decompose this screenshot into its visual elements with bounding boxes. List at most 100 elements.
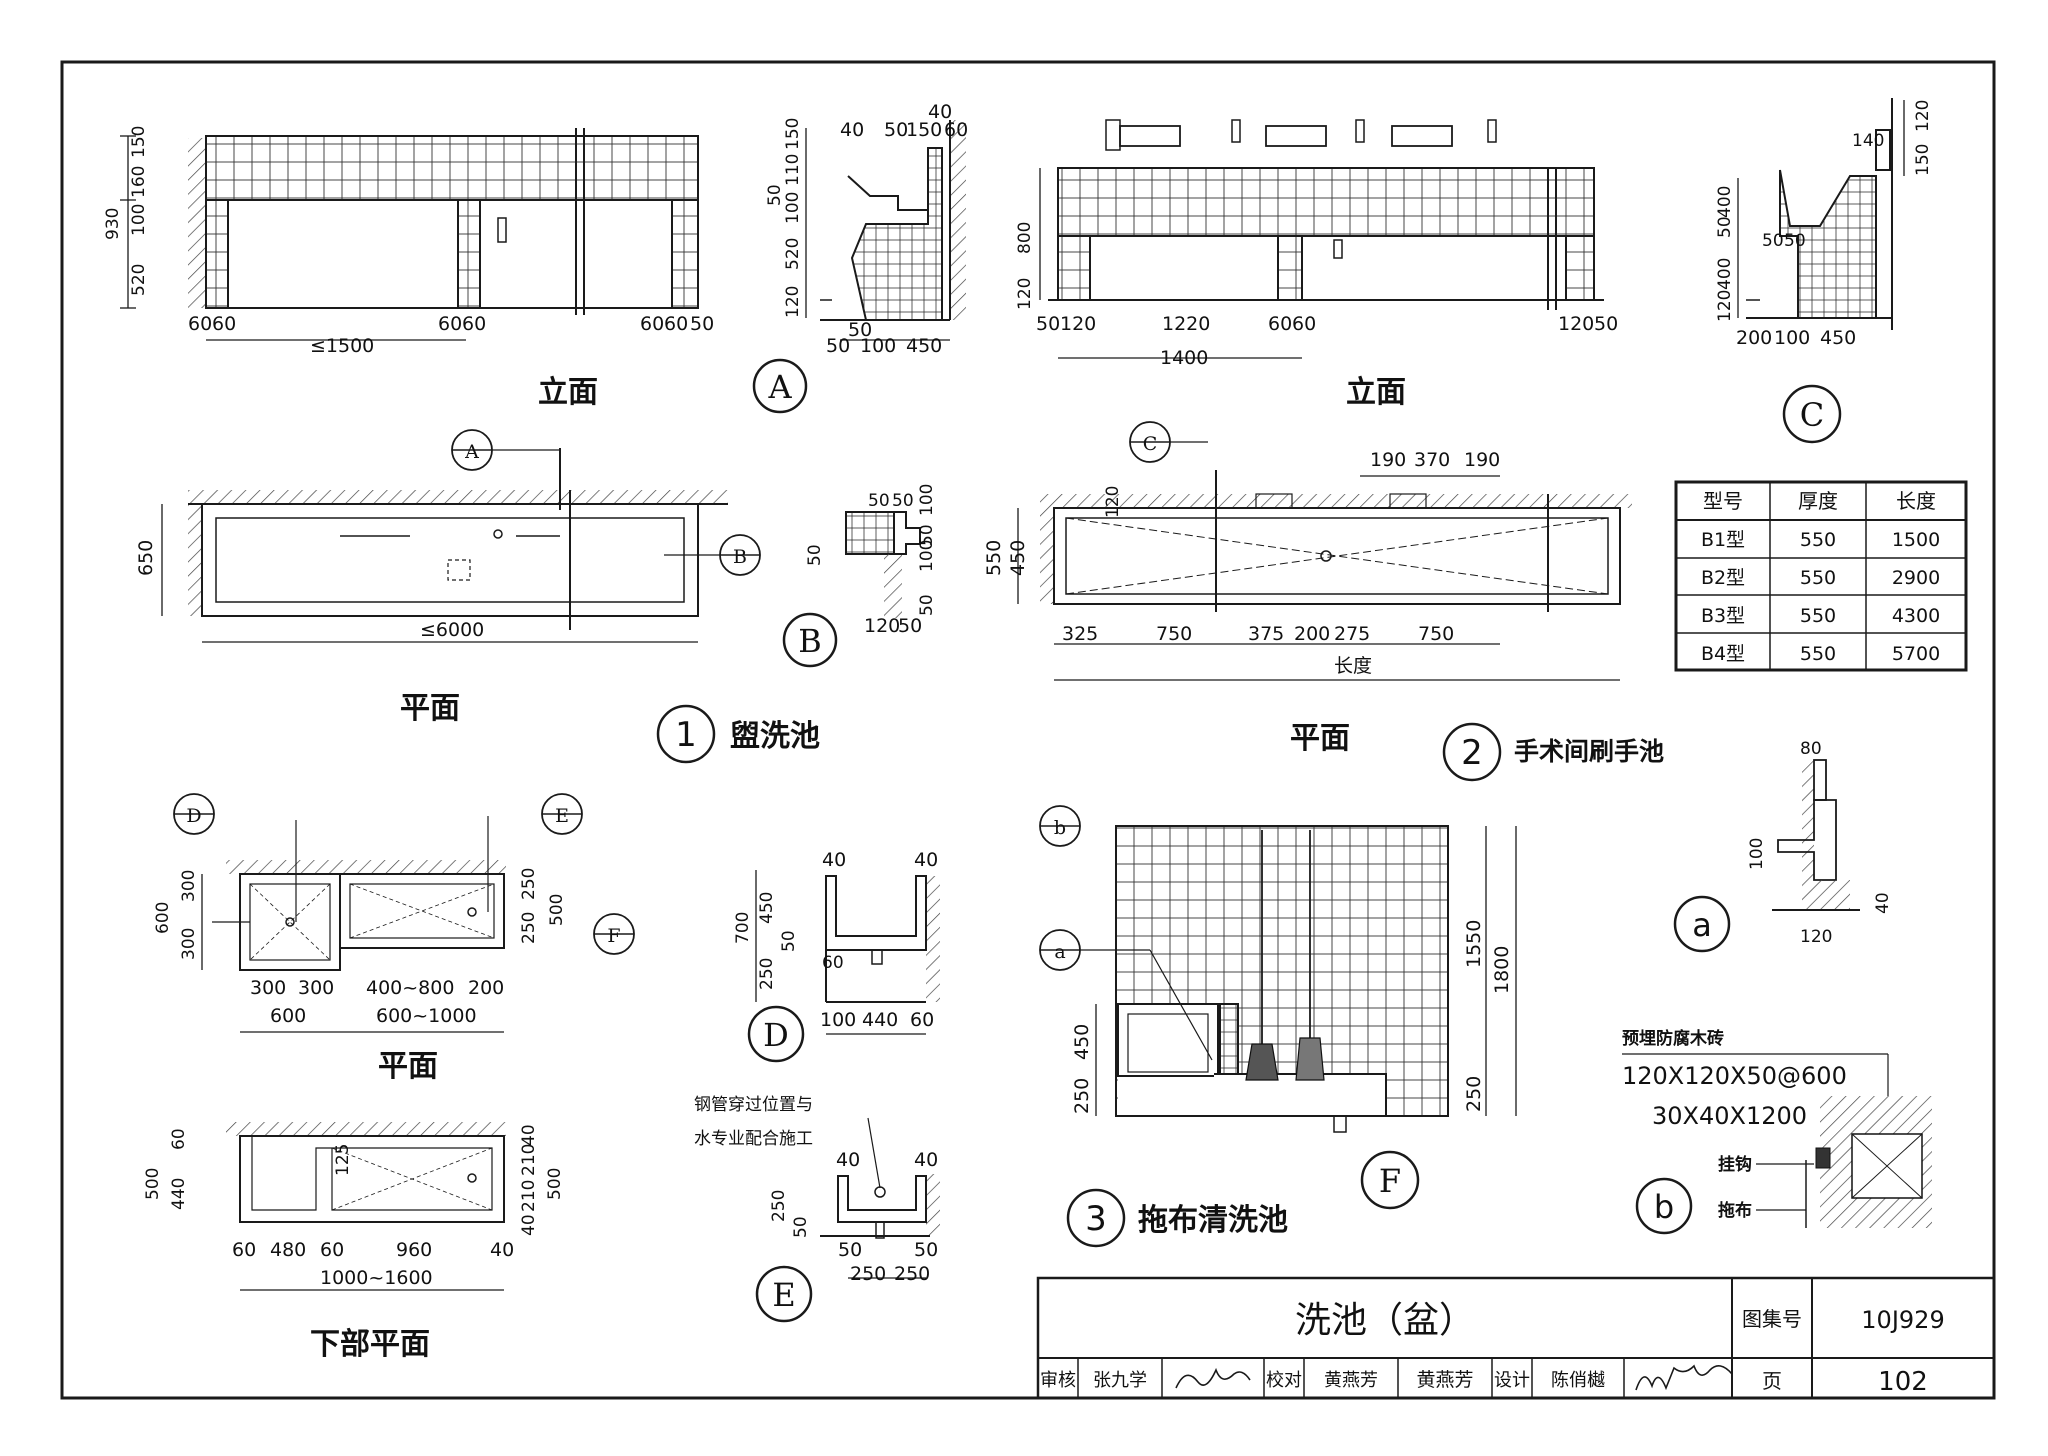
dim-lp3-500: 500	[143, 1168, 163, 1200]
dim-b-100b: 50	[917, 594, 937, 616]
dim-c-50a: 50	[1762, 231, 1784, 251]
dim-p2-325: 325	[1062, 623, 1098, 645]
table-cell: 2900	[1892, 567, 1940, 589]
dim-p2-275: 275	[1334, 623, 1370, 645]
table-cell: 550	[1800, 643, 1836, 665]
section-2-number: 2	[1461, 733, 1483, 773]
dim-f-250b: 250	[1463, 1076, 1485, 1112]
dim-c-200: 200	[1736, 327, 1772, 349]
label-lower-plan-3: 下部平面	[310, 1327, 430, 1362]
detail-marker-e	[755, 1265, 813, 1323]
detail-f-marker-b: b	[1054, 817, 1066, 839]
review-name: 张九学	[1093, 1370, 1147, 1391]
page-number: 102	[1878, 1367, 1928, 1397]
detail-marker-a	[752, 358, 808, 414]
table-cell: 550	[1800, 567, 1836, 589]
detail-mark-b: B	[798, 622, 822, 660]
dim-e2-50r: 50	[1594, 313, 1618, 335]
dim-lp3-60h: 60	[232, 1239, 256, 1261]
review-label: 审核	[1040, 1370, 1076, 1391]
dim-e1-930: 930	[103, 208, 123, 240]
detail-marker-c	[1782, 384, 1842, 444]
table-cell: B4型	[1701, 643, 1745, 665]
dim-p3-600-1000: 600~1000	[376, 1005, 477, 1027]
note-steel-pipe-2: 水专业配合施工	[694, 1129, 813, 1149]
plan-2	[1017, 421, 1632, 681]
dim-e-40b: 40	[914, 1149, 938, 1171]
dim-e-40a: 40	[836, 1149, 860, 1171]
dim-e1-520: 520	[129, 264, 149, 296]
table-cell: 550	[1800, 529, 1836, 551]
page-label: 页	[1762, 1369, 1782, 1393]
detail-mark-f: F	[1379, 1162, 1401, 1200]
dim-a-v520: 520	[783, 238, 803, 270]
dim-e2-1220: 1220	[1162, 313, 1210, 335]
dim-d-250: 250	[757, 958, 777, 990]
detail-mark-a: A	[767, 368, 792, 406]
dim-c-100: 100	[1774, 327, 1810, 349]
dim-da-80: 80	[1800, 739, 1822, 759]
design-name: 陈俏樾	[1551, 1370, 1605, 1391]
dim-lp3-500b: 500	[545, 1168, 565, 1200]
dim-b-50e: 100	[917, 540, 937, 572]
dim-p3-300h2: 300	[298, 977, 334, 999]
dim-f-450: 450	[1071, 1024, 1093, 1060]
dim-e2-60b: 60	[1292, 313, 1316, 335]
dim-p2-120: 120	[1103, 486, 1123, 518]
dim-d-450: 450	[757, 892, 777, 924]
title-block	[1036, 1276, 1996, 1400]
dim-a-v50: 50	[765, 184, 785, 206]
plan-3-marker-e: E	[555, 805, 569, 827]
section-3-name: 拖布清洗池	[1138, 1203, 1288, 1238]
dim-a-40: 40	[840, 119, 864, 141]
dim-e2-120h: 120	[1060, 313, 1096, 335]
check-name: 黄燕芳	[1324, 1370, 1378, 1391]
table-cell: 550	[1800, 605, 1836, 627]
table-cell: B3型	[1701, 605, 1745, 627]
dim-p3-400-800: 400~800	[366, 977, 454, 999]
dim-c-400: 400	[1715, 186, 1735, 218]
dim-c-140: 140	[1852, 131, 1884, 151]
dim-e1-100: 100	[129, 204, 149, 236]
detail-small-a-drawing	[1772, 759, 1860, 911]
design-signature	[1635, 1364, 1733, 1391]
table-cell: 1500	[1892, 529, 1940, 551]
dim-p3-600: 600	[153, 902, 173, 934]
section-1-name: 盥洗池	[730, 719, 820, 754]
note-embedded-brick: 预埋防腐木砖	[1622, 1028, 1724, 1049]
note-brick-size: 120X120X50@600	[1622, 1062, 1847, 1090]
dim-p3-250b: 250	[519, 912, 539, 944]
label-elevation-2: 立面	[1346, 375, 1406, 410]
dim-d-40a: 40	[822, 849, 846, 871]
dim-d-40b: 40	[914, 849, 938, 871]
elevation-1	[120, 128, 699, 341]
dim-e2-800: 800	[1015, 222, 1035, 254]
dim-a-40b: 40	[928, 101, 952, 123]
dim-e-50: 50	[791, 1216, 811, 1238]
plan-2-marker-c: C	[1143, 433, 1158, 455]
table-cell: B2型	[1701, 567, 1745, 589]
dim-lp3-60h2: 60	[320, 1239, 344, 1261]
dim-e1-span: ≤1500	[310, 335, 374, 357]
dim-e-250h: 250	[850, 1263, 886, 1285]
dim-p3-250a: 250	[519, 868, 539, 900]
dim-a-v150: 150	[783, 118, 803, 150]
label-plan-2: 平面	[1290, 721, 1350, 756]
check-signature: 黄燕芳	[1416, 1369, 1473, 1391]
dim-p3-200: 200	[468, 977, 504, 999]
dim-c-450: 450	[1820, 327, 1856, 349]
table-header-model: 型号	[1703, 489, 1743, 513]
detail-mark-small-b: b	[1654, 1188, 1674, 1226]
dim-c-150: 150	[1913, 144, 1933, 176]
dim-p2-550: 550	[983, 540, 1005, 576]
detail-marker-f	[1360, 1150, 1420, 1210]
dim-a-h50: 50	[848, 319, 872, 341]
table-header-thickness: 厚度	[1798, 489, 1838, 513]
sheet-border	[60, 60, 1996, 1400]
dim-a-v110: 110	[783, 154, 803, 186]
label-plan-3: 平面	[378, 1049, 438, 1084]
plan-1	[161, 429, 761, 643]
detail-marker-small-b	[1635, 1177, 1693, 1235]
dim-b-50c: 50	[917, 524, 937, 546]
